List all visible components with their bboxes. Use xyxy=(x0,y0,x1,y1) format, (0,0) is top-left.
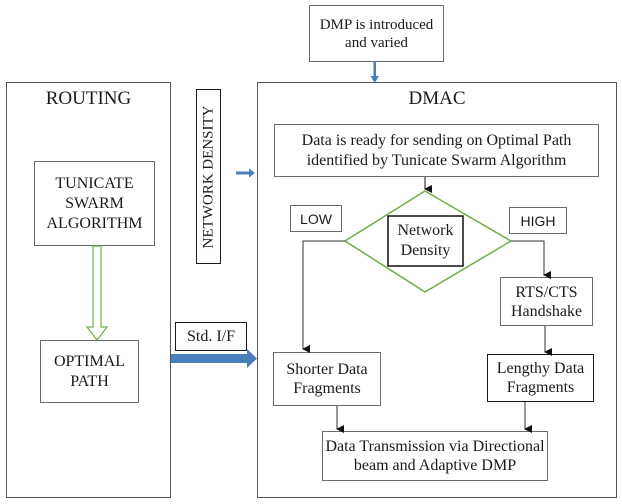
optimal-line1: OPTIMAL xyxy=(53,352,126,370)
tsa-line3: ALGORITHM xyxy=(46,214,143,232)
routing-container xyxy=(6,82,171,498)
tsa-line1: TUNICATE xyxy=(55,174,134,192)
dmp-line2: and varied xyxy=(345,34,408,51)
shorter-line2: Fragments xyxy=(293,380,361,397)
std-if-arrow xyxy=(171,349,257,368)
transmission-line1: Data Transmission via Directional xyxy=(325,438,545,455)
dmp-down-arrow xyxy=(370,62,379,83)
rts-line2: Handshake xyxy=(510,302,583,320)
rts-cts-box: RTS/CTS Handshake xyxy=(500,277,593,326)
dmp-introduced-box: DMP is introduced and varied xyxy=(309,5,444,62)
std-if-label: Std. I/F xyxy=(186,327,235,345)
transmission-line2: beam and Adaptive DMP xyxy=(353,457,517,474)
dmac-title: DMAC xyxy=(408,88,466,109)
lengthy-line2: Fragments xyxy=(506,379,575,396)
shorter-fragments-box: Shorter Data Fragments xyxy=(273,352,381,406)
optimal-line2: PATH xyxy=(70,372,109,390)
network-density-label-box: NETWORK DENSITY xyxy=(196,89,221,264)
shorter-line1: Shorter Data xyxy=(286,361,368,378)
data-transmission-box: Data Transmission via Directional beam a… xyxy=(322,431,548,481)
tunicate-swarm-box: TUNICATE SWARM ALGORITHM xyxy=(34,161,155,246)
routing-title: ROUTING xyxy=(45,88,132,109)
lengthy-line1: Lengthy Data xyxy=(496,360,585,377)
ready-line2: identified by Tunicate Swarm Algorithm xyxy=(306,151,567,169)
decision-line1: Network xyxy=(397,222,454,239)
optimal-path-box: OPTIMAL PATH xyxy=(40,340,139,403)
network-density-label: NETWORK DENSITY xyxy=(200,105,216,248)
network-density-arrow xyxy=(236,168,255,178)
rts-line1: RTS/CTS xyxy=(515,283,578,301)
decision-text: Network Density xyxy=(388,216,463,266)
decision-line2: Density xyxy=(400,242,451,259)
lengthy-fragments-box: Lengthy Data Fragments xyxy=(487,354,594,402)
data-ready-box: Data is ready for sending on Optimal Pat… xyxy=(274,124,599,177)
ready-line1: Data is ready for sending on Optimal Pat… xyxy=(301,131,572,149)
low-label: LOW xyxy=(300,210,332,227)
low-label-box: LOW xyxy=(290,205,342,232)
std-if-label-box: Std. I/F xyxy=(175,322,247,351)
high-label: HIGH xyxy=(520,212,556,229)
dmp-line1: DMP is introduced xyxy=(319,16,434,33)
high-label-box: HIGH xyxy=(509,207,567,234)
tsa-line2: SWARM xyxy=(65,194,124,212)
